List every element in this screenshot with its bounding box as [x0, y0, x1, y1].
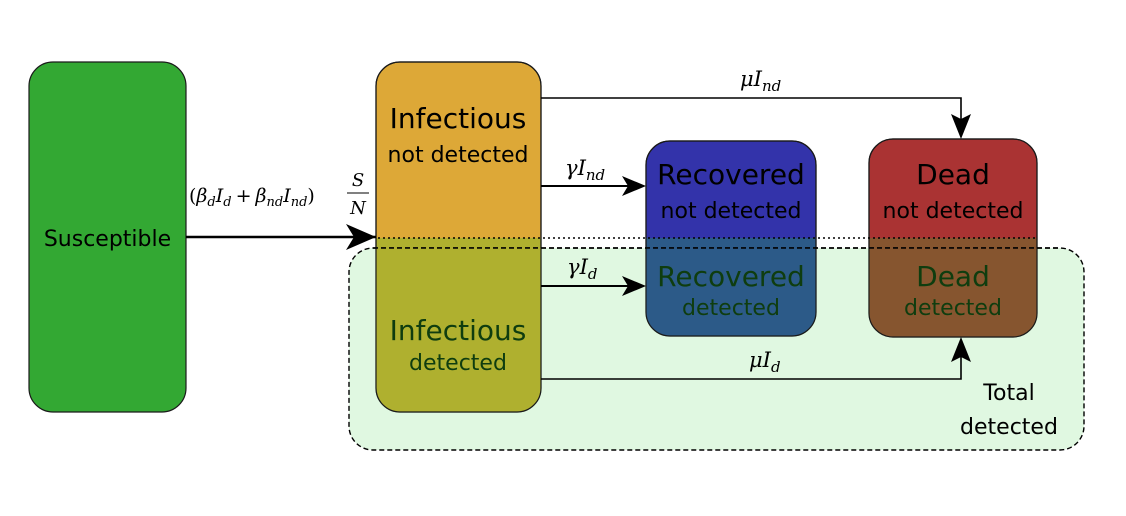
sub-nd: nd: [586, 166, 605, 184]
infectious-nd-sublabel: not detected: [388, 143, 529, 168]
dead-nd-sublabel: not detected: [883, 199, 1024, 224]
rate-death-nd: μInd: [740, 67, 781, 95]
recovered-d-label: Recovered: [657, 260, 805, 293]
beta-symbol: β: [255, 185, 267, 207]
I-symbol: I: [577, 156, 587, 180]
I-symbol: I: [753, 67, 763, 91]
dead-nd-label: Dead: [916, 158, 990, 191]
mu-symbol: μ: [740, 67, 754, 91]
I-symbol: I: [579, 255, 589, 279]
total-detected-label-line2: detected: [960, 415, 1058, 440]
I-symbol: I: [282, 185, 291, 207]
dead-d-tint: [869, 248, 1037, 337]
sub-nd: nd: [266, 195, 283, 210]
recovered-border: [645, 140, 817, 337]
infectious-nd-fill: [376, 62, 541, 238]
arrow-recovery-d-head: [622, 276, 646, 296]
recovered-nd-sublabel: not detected: [661, 199, 802, 224]
rparen: ): [307, 185, 314, 207]
recovered-d-tint: [646, 248, 816, 336]
sub-nd: nd: [762, 77, 781, 95]
gamma-symbol: γ: [565, 156, 578, 180]
recovered-nd-label: Recovered: [657, 158, 805, 191]
infectious-nd-label: Infectious: [390, 102, 527, 135]
fraction-numerator: S: [352, 170, 364, 191]
dead-d-label: Dead: [916, 260, 990, 293]
beta-symbol: β: [195, 185, 207, 207]
susceptible-label: Susceptible: [44, 227, 171, 252]
arrow-infection-head: [346, 224, 376, 250]
sub-d: d: [223, 195, 231, 210]
I-symbol: I: [215, 185, 224, 207]
total-detected-label-line1: Total: [982, 381, 1034, 406]
sub-d: d: [207, 195, 215, 210]
rate-infection-text: (βdId+βndInd): [189, 185, 315, 210]
dead-d-sublabel: detected: [904, 296, 1002, 321]
dead-nd-fill: [869, 139, 1037, 238]
fraction-denominator: N: [349, 198, 367, 219]
recovered-nd-fill: [646, 141, 816, 238]
rate-recovery-d: γId: [567, 255, 597, 283]
I-symbol: I: [762, 348, 772, 372]
mu-symbol: μ: [749, 348, 763, 372]
sub-d: d: [588, 265, 598, 283]
gamma-symbol: γ: [567, 255, 580, 279]
arrow-death-d-head: [951, 337, 971, 362]
recovered-d-sublabel: detected: [682, 296, 780, 321]
rate-death-d: μId: [749, 348, 781, 376]
rate-infection: (βdId+βndInd) S N: [189, 170, 369, 219]
sub-nd: nd: [291, 195, 308, 210]
arrow-recovery-nd-head: [622, 176, 646, 196]
arrow-death-nd: [541, 97, 962, 133]
infectious-d-label: Infectious: [390, 314, 527, 347]
plus: +: [236, 185, 252, 207]
compartment-susceptible: Susceptible: [28, 61, 187, 413]
lparen: (: [189, 185, 196, 207]
infectious-d-tint: [376, 248, 541, 412]
sub-d: d: [771, 358, 781, 376]
arrow-death-nd-head: [951, 114, 971, 139]
infectious-d-sublabel: detected: [409, 351, 507, 376]
rate-recovery-nd: γInd: [565, 156, 605, 184]
